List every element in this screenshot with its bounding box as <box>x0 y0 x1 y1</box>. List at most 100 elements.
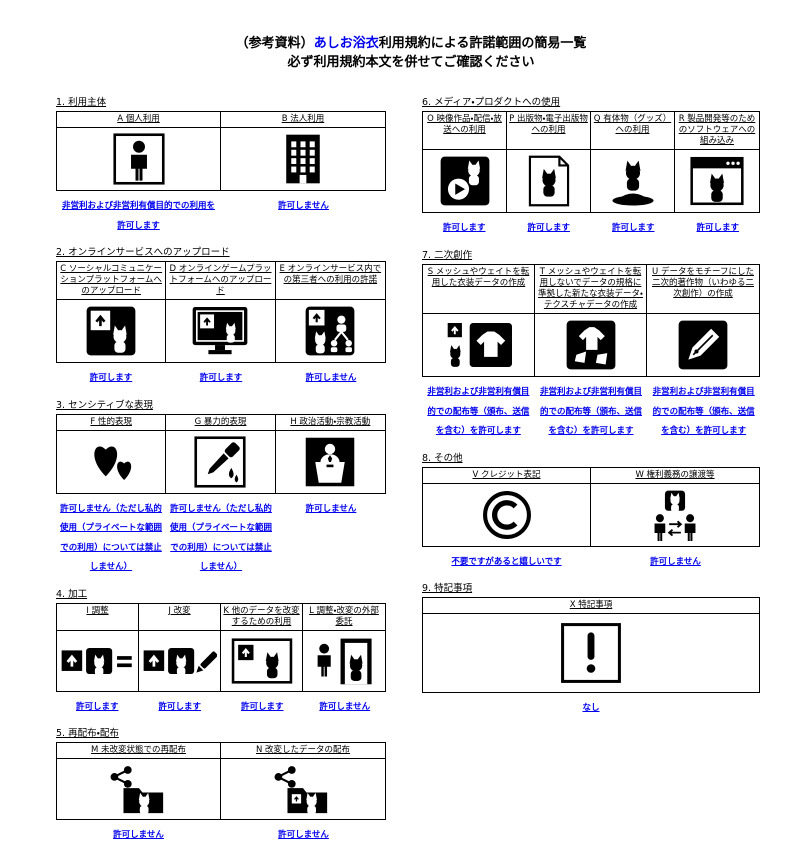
section-heading-8: 8. その他 <box>422 452 463 464</box>
result-C: 許可します <box>89 373 133 384</box>
item-header-X: X 特記事項 <box>423 598 759 615</box>
item-header-K: K 他のデータを改変するための利用 <box>221 603 303 631</box>
result-D: 許可します <box>199 373 243 384</box>
costume-new-icon <box>535 314 647 377</box>
item-header-G: G 暴力的表現 <box>166 414 276 431</box>
section-heading-4: 4. 加工 <box>56 588 88 600</box>
item-header-W: W 権利義務の譲渡等 <box>591 468 759 484</box>
video-broadcast-icon <box>423 150 507 213</box>
item-header-I: I 調整 <box>57 603 139 631</box>
violent-expression-icon <box>166 430 276 493</box>
special-notes-icon <box>423 614 759 692</box>
result-G: 許可しません（ただし私的使用（プライベートな範囲での利用）については禁止しません… <box>169 503 272 573</box>
building-icon <box>221 128 385 190</box>
result-O: 許可します <box>442 223 486 234</box>
item-header-D: D オンラインゲームプラットフォームへのアップロード <box>166 262 276 301</box>
result-S: 非営利および非営利有償目的での配布等（頒布、送信を含む）を許可します <box>427 387 530 437</box>
item-header-F: F 性的表現 <box>57 414 167 431</box>
result-J: 許可します <box>158 701 201 712</box>
result-K: 許可します <box>240 701 284 712</box>
section-heading-6: 6. メディア・プロダクトへの使用 <box>422 97 561 109</box>
rights-transfer-icon <box>591 484 759 546</box>
copyright-credit-icon <box>423 483 591 546</box>
results-row-7: 非営利および非営利有償目的での配布等（頒布、送信を含む）を許可します 非営利および… <box>422 377 760 437</box>
result-R: 許可します <box>696 223 739 234</box>
person-icon <box>57 128 221 191</box>
item-header-C: C ソーシャルコミュニケーションプラットフォームへのアップロード <box>57 262 167 301</box>
item-header-H: H 政治活動・宗教活動 <box>275 415 385 431</box>
title-prefix: （参考資料） <box>235 36 314 51</box>
results-row-4: 許可します 許可します 許可します 許可しません <box>56 692 386 713</box>
item-header-Q: Q 有体物（グッズ）への利用 <box>591 112 675 151</box>
result-U: 非営利および非営利有償目的での配布等（頒布、送信を含む）を許可します <box>652 387 755 437</box>
result-F: 許可しません（ただし私的使用（プライベートな範囲での利用）については禁止しません… <box>59 503 162 573</box>
modify-icon <box>139 630 221 691</box>
game-upload-icon <box>166 300 276 363</box>
results-row-9: なし <box>422 693 760 714</box>
item-header-U: U データをモチーフにした二次的著作物（いわゆる二次創作）の作成 <box>647 265 759 315</box>
section-9: 9. 特記事項 X 特記事項なし <box>422 580 760 715</box>
result-W: 許可しません <box>650 556 701 567</box>
politics-religion-icon <box>276 431 385 493</box>
outsourcing-icon <box>303 631 385 691</box>
modify-other-data-icon <box>221 630 303 691</box>
results-row-3: 許可しません（ただし私的使用（プライベートな範囲での利用）については禁止しません… <box>56 494 386 574</box>
item-header-O: O 映像作品・配信・放送への利用 <box>423 112 507 151</box>
item-header-E: E オンラインサービス内での第三者への利用の許諾 <box>275 262 385 301</box>
result-N: 許可しません <box>278 830 329 841</box>
section-heading-2: 2. オンラインサービスへのアップロード <box>56 247 230 259</box>
item-header-M: M 未改変状態での再配布 <box>57 743 221 760</box>
result-E: 許可しません <box>305 373 357 384</box>
result-A: 非営利および非営利有償目的での利用を許可します <box>61 201 215 231</box>
result-P: 許可します <box>527 223 570 234</box>
goods-icon <box>591 150 675 213</box>
permission-table-9: X 特記事項 <box>422 597 760 694</box>
item-header-J: J 改変 <box>139 603 221 631</box>
result-X: なし <box>582 703 600 714</box>
item-header-R: R 製品開発等のためのソフトウェアへの組み込み <box>675 112 759 151</box>
result-H: 許可しません <box>305 503 357 514</box>
results-row-6: 許可します 許可します 許可します 許可します <box>422 213 760 234</box>
result-L: 許可しません <box>319 701 371 712</box>
section-heading-1: 1. 利用主体 <box>56 97 107 109</box>
results-row-2: 許可します 許可します 許可しません <box>56 363 386 384</box>
item-header-T: T メッシュやウェイトを転用しないでデータの規格に準拠した新たな衣装データ・テク… <box>535 264 647 315</box>
result-I: 許可します <box>75 701 119 712</box>
section-heading-3: 3. センシティブな表現 <box>56 399 154 411</box>
item-header-L: L 調整・改変の外部委託 <box>303 604 385 631</box>
item-header-V: V クレジット表記 <box>423 467 591 484</box>
sexual-expression-icon <box>57 430 167 493</box>
section-heading-5: 5. 再配布・配布 <box>56 728 119 740</box>
social-upload-icon <box>57 300 167 363</box>
item-header-P: P 出版物・電子出版物への利用 <box>507 112 591 151</box>
redistribute-unmodified-icon <box>57 759 221 820</box>
adjust-icon <box>57 630 139 691</box>
result-V: 不要ですがあると嬉しいです <box>451 556 562 567</box>
distribute-modified-icon <box>221 759 385 819</box>
title-brand: あしお浴衣 <box>313 36 379 51</box>
section-heading-7: 7. 二次創作 <box>422 249 473 261</box>
section-heading-9: 9. 特記事項 <box>422 583 473 595</box>
costume-reuse-icon <box>423 314 535 377</box>
result-Q: 許可します <box>611 223 655 234</box>
item-header-N: N 改変したデータの配布 <box>221 743 385 760</box>
item-header-B: B 法人利用 <box>221 112 385 129</box>
page-title: （参考資料）あしお浴衣利用規約による許諾範囲の簡易一覧 <box>56 34 766 54</box>
results-row-1: 非営利および非営利有償目的での利用を許可します許可しません <box>56 191 386 232</box>
